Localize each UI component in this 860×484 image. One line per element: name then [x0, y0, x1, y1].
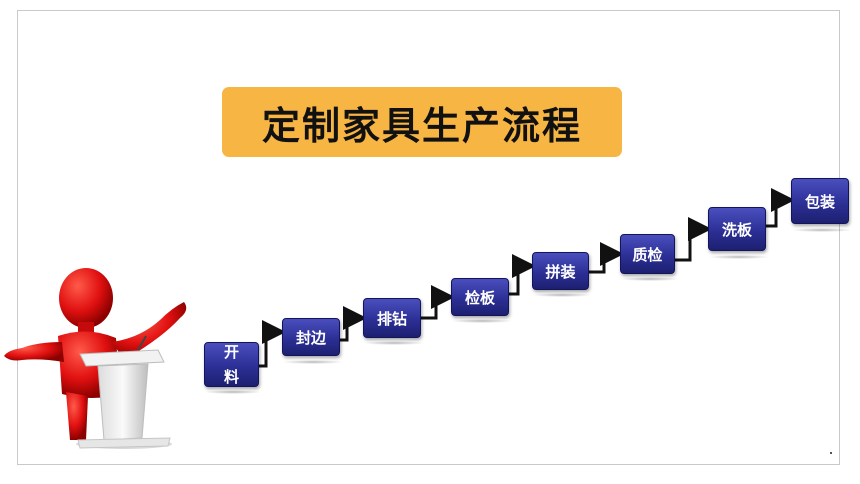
- step-shadow: [791, 228, 853, 232]
- step-shadow: [204, 390, 262, 394]
- step-label: 拼装: [545, 262, 576, 281]
- corner-dot: [830, 452, 832, 454]
- step-label: 包装: [804, 192, 835, 211]
- step-shadow: [451, 319, 513, 323]
- step-label: 质检: [632, 245, 663, 264]
- step-kailiao: 开料: [204, 342, 259, 387]
- step-baozhuang: 包装: [791, 178, 849, 224]
- step-label: 洗板: [721, 220, 752, 239]
- step-zhijian: 质检: [620, 234, 675, 274]
- step-label: 排钻: [376, 309, 407, 328]
- title-banner: 定制家具生产流程: [222, 87, 622, 157]
- step-shadow: [708, 255, 770, 259]
- step-label: 开料: [224, 342, 240, 386]
- slide-frame: [17, 10, 840, 465]
- step-shadow: [532, 293, 592, 297]
- step-shadow: [282, 360, 344, 364]
- step-pinzhuang: 拼装: [532, 252, 589, 290]
- step-shadow: [620, 277, 680, 281]
- step-fengbian: 封边: [282, 318, 340, 356]
- step-label: 检板: [464, 288, 495, 307]
- step-shadow: [363, 341, 425, 345]
- step-jianban: 检板: [451, 278, 509, 316]
- title-text: 定制家具生产流程: [261, 102, 582, 148]
- step-label: 封边: [295, 328, 326, 347]
- presenter-figure-icon: [4, 268, 187, 449]
- step-xiban: 洗板: [708, 207, 766, 251]
- step-paizuan: 排钻: [363, 298, 421, 338]
